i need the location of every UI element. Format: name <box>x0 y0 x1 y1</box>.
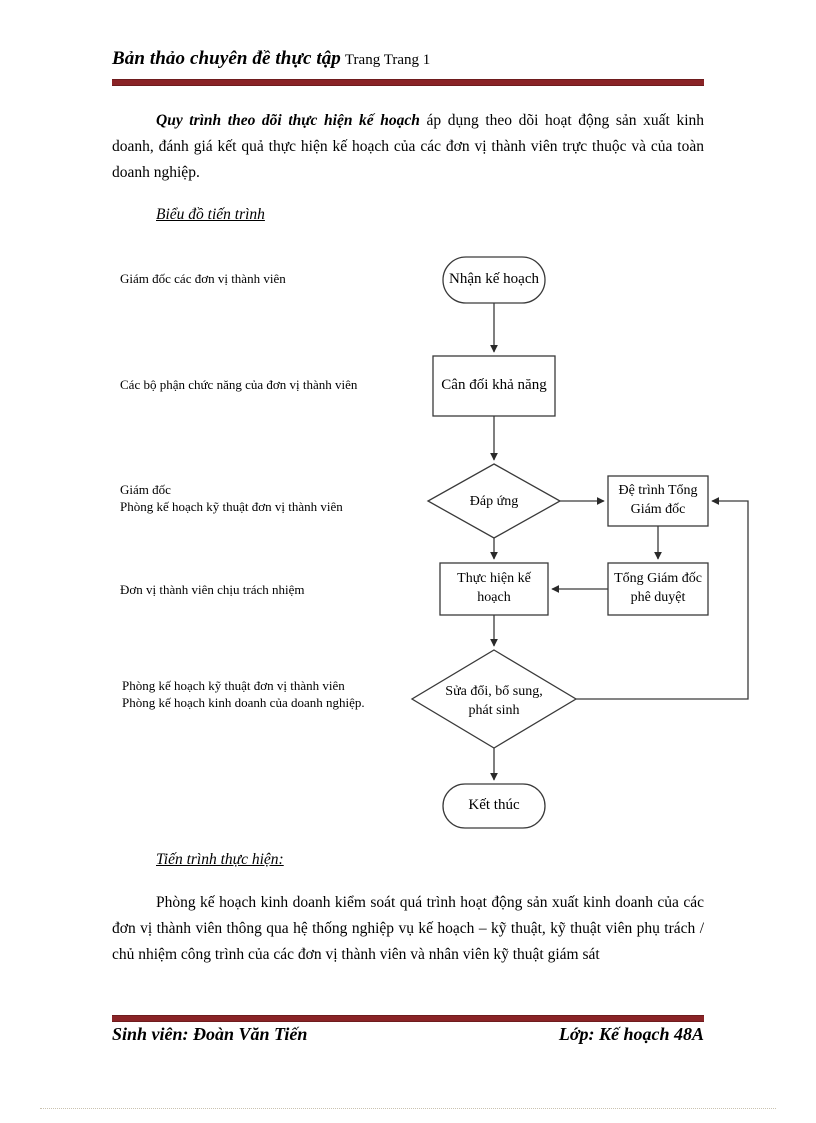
footer-class: Lớp: Kế hoạch 48A <box>558 1024 704 1044</box>
node-end-shape <box>442 783 546 829</box>
header-title: Bản thảo chuyên đề thực tập <box>112 48 341 69</box>
role-label-giam-doc-don-vi: Giám đốc các đơn vị thành viên <box>120 271 286 286</box>
header-page-marker: Trang Trang 1 <box>344 52 431 68</box>
flowchart: Giám đốc các đơn vị thành viên Các bộ ph… <box>0 236 816 836</box>
node-submit-shape <box>607 475 709 527</box>
footer-student: Sinh viên: Đoàn Văn Tiến <box>112 1024 308 1044</box>
role-label-phong-ke-hoach-ky-thuat: Phòng kế hoạch kỹ thuật đơn vị thành viê… <box>122 678 365 710</box>
intro-bold-phrase: Quy trình theo dõi thực hiện kế hoạch <box>156 112 420 129</box>
node-meet-shape <box>426 463 562 539</box>
closing-text: Phòng kế hoạch kinh doanh kiểm soát quá … <box>112 894 704 963</box>
role-label-don-vi-chiu-trach-nhiem: Đơn vị thành viên chịu trách nhiệm <box>120 582 305 597</box>
node-execute-shape <box>439 562 549 616</box>
page-edge-marker <box>40 1108 776 1109</box>
node-approve-shape <box>607 562 709 616</box>
page-header: Bản thảo chuyên đề thực tập Trang Trang … <box>112 48 704 82</box>
role-label-giam-doc-phong-ke-hoach: Giám đốc Phòng kế hoạch kỹ thuật đơn vị … <box>120 482 343 514</box>
page-footer: Sinh viên: Đoàn Văn Tiến Lớp: Kế hoạch 4… <box>112 1024 704 1045</box>
header-rule <box>112 79 704 86</box>
flowchart-graphics <box>410 256 749 829</box>
intro-rest-text: áp dụng theo dõi hoạt động sản xuất kinh… <box>112 112 704 181</box>
node-start-shape <box>442 256 546 304</box>
edge-revise-to-submit <box>576 497 749 700</box>
role-label-bo-phan-chuc-nang: Các bộ phận chức năng của đơn vị thành v… <box>120 377 358 392</box>
subheading-process: Tiến trình thực hiện: <box>156 851 284 868</box>
footer-rule <box>112 1015 704 1022</box>
node-balance-shape <box>432 355 556 417</box>
closing-paragraph: Phòng kế hoạch kinh doanh kiểm soát quá … <box>112 890 704 968</box>
node-revise-shape <box>410 649 578 749</box>
intro-paragraph: Quy trình theo dõi thực hiện kế hoạch áp… <box>112 108 704 186</box>
subheading-flowchart: Biểu đồ tiến trình <box>156 206 265 223</box>
